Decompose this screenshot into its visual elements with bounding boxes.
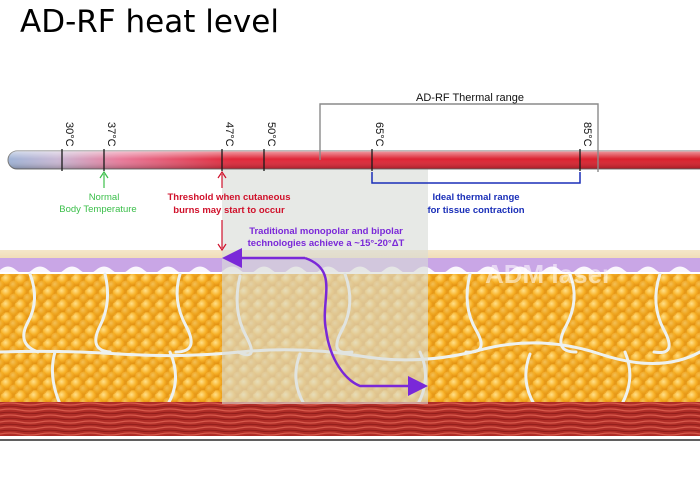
tick-label-50: 50°C (265, 122, 277, 147)
threshold-label-line2: burns may start to occur (173, 205, 285, 216)
normal-body-temperature-annotation: Normal Body Temperature (59, 170, 137, 215)
traditional-technologies-annotation: Traditional monopolar and bipolar techno… (222, 226, 428, 396)
muscle-layer (0, 402, 700, 436)
ideal-range-bracket: Ideal thermal range for tissue contracti… (371, 172, 581, 216)
tick-label-47: 47°C (223, 122, 235, 147)
traditional-label-line1: Traditional monopolar and bipolar (249, 226, 403, 237)
traditional-label-line2: technologies achieve a ~15°-20°ΔT (248, 238, 405, 249)
thermometer-tube (7, 150, 700, 170)
normal-label-line2: Body Temperature (59, 204, 136, 215)
page-title: AD-RF heat level (20, 4, 279, 40)
watermark-text: ADM laser (485, 259, 612, 289)
tick-label-85: 85°C (581, 122, 593, 147)
threshold-label-line1: Threshold when cutaneous (168, 192, 291, 203)
tissue-cross-section (0, 250, 700, 441)
ideal-range-label-line1: Ideal thermal range (432, 192, 519, 203)
tick-label-30: 30°C (63, 122, 75, 147)
ad-rf-thermal-range-bracket: AD-RF Thermal range (319, 92, 599, 172)
ideal-range-label-line2: for tissue contraction (427, 205, 524, 216)
threshold-annotation: Threshold when cutaneous burns may start… (168, 170, 291, 252)
normal-label-line1: Normal (89, 192, 120, 203)
tick-label-37: 37°C (105, 122, 117, 147)
thermometer-ticks: 30°C 37°C 47°C 50°C 65°C 85°C (61, 122, 593, 171)
thermal-range-label: AD-RF Thermal range (416, 92, 524, 104)
heat-depth-arrow (304, 256, 428, 396)
tick-label-65: 65°C (373, 122, 385, 147)
